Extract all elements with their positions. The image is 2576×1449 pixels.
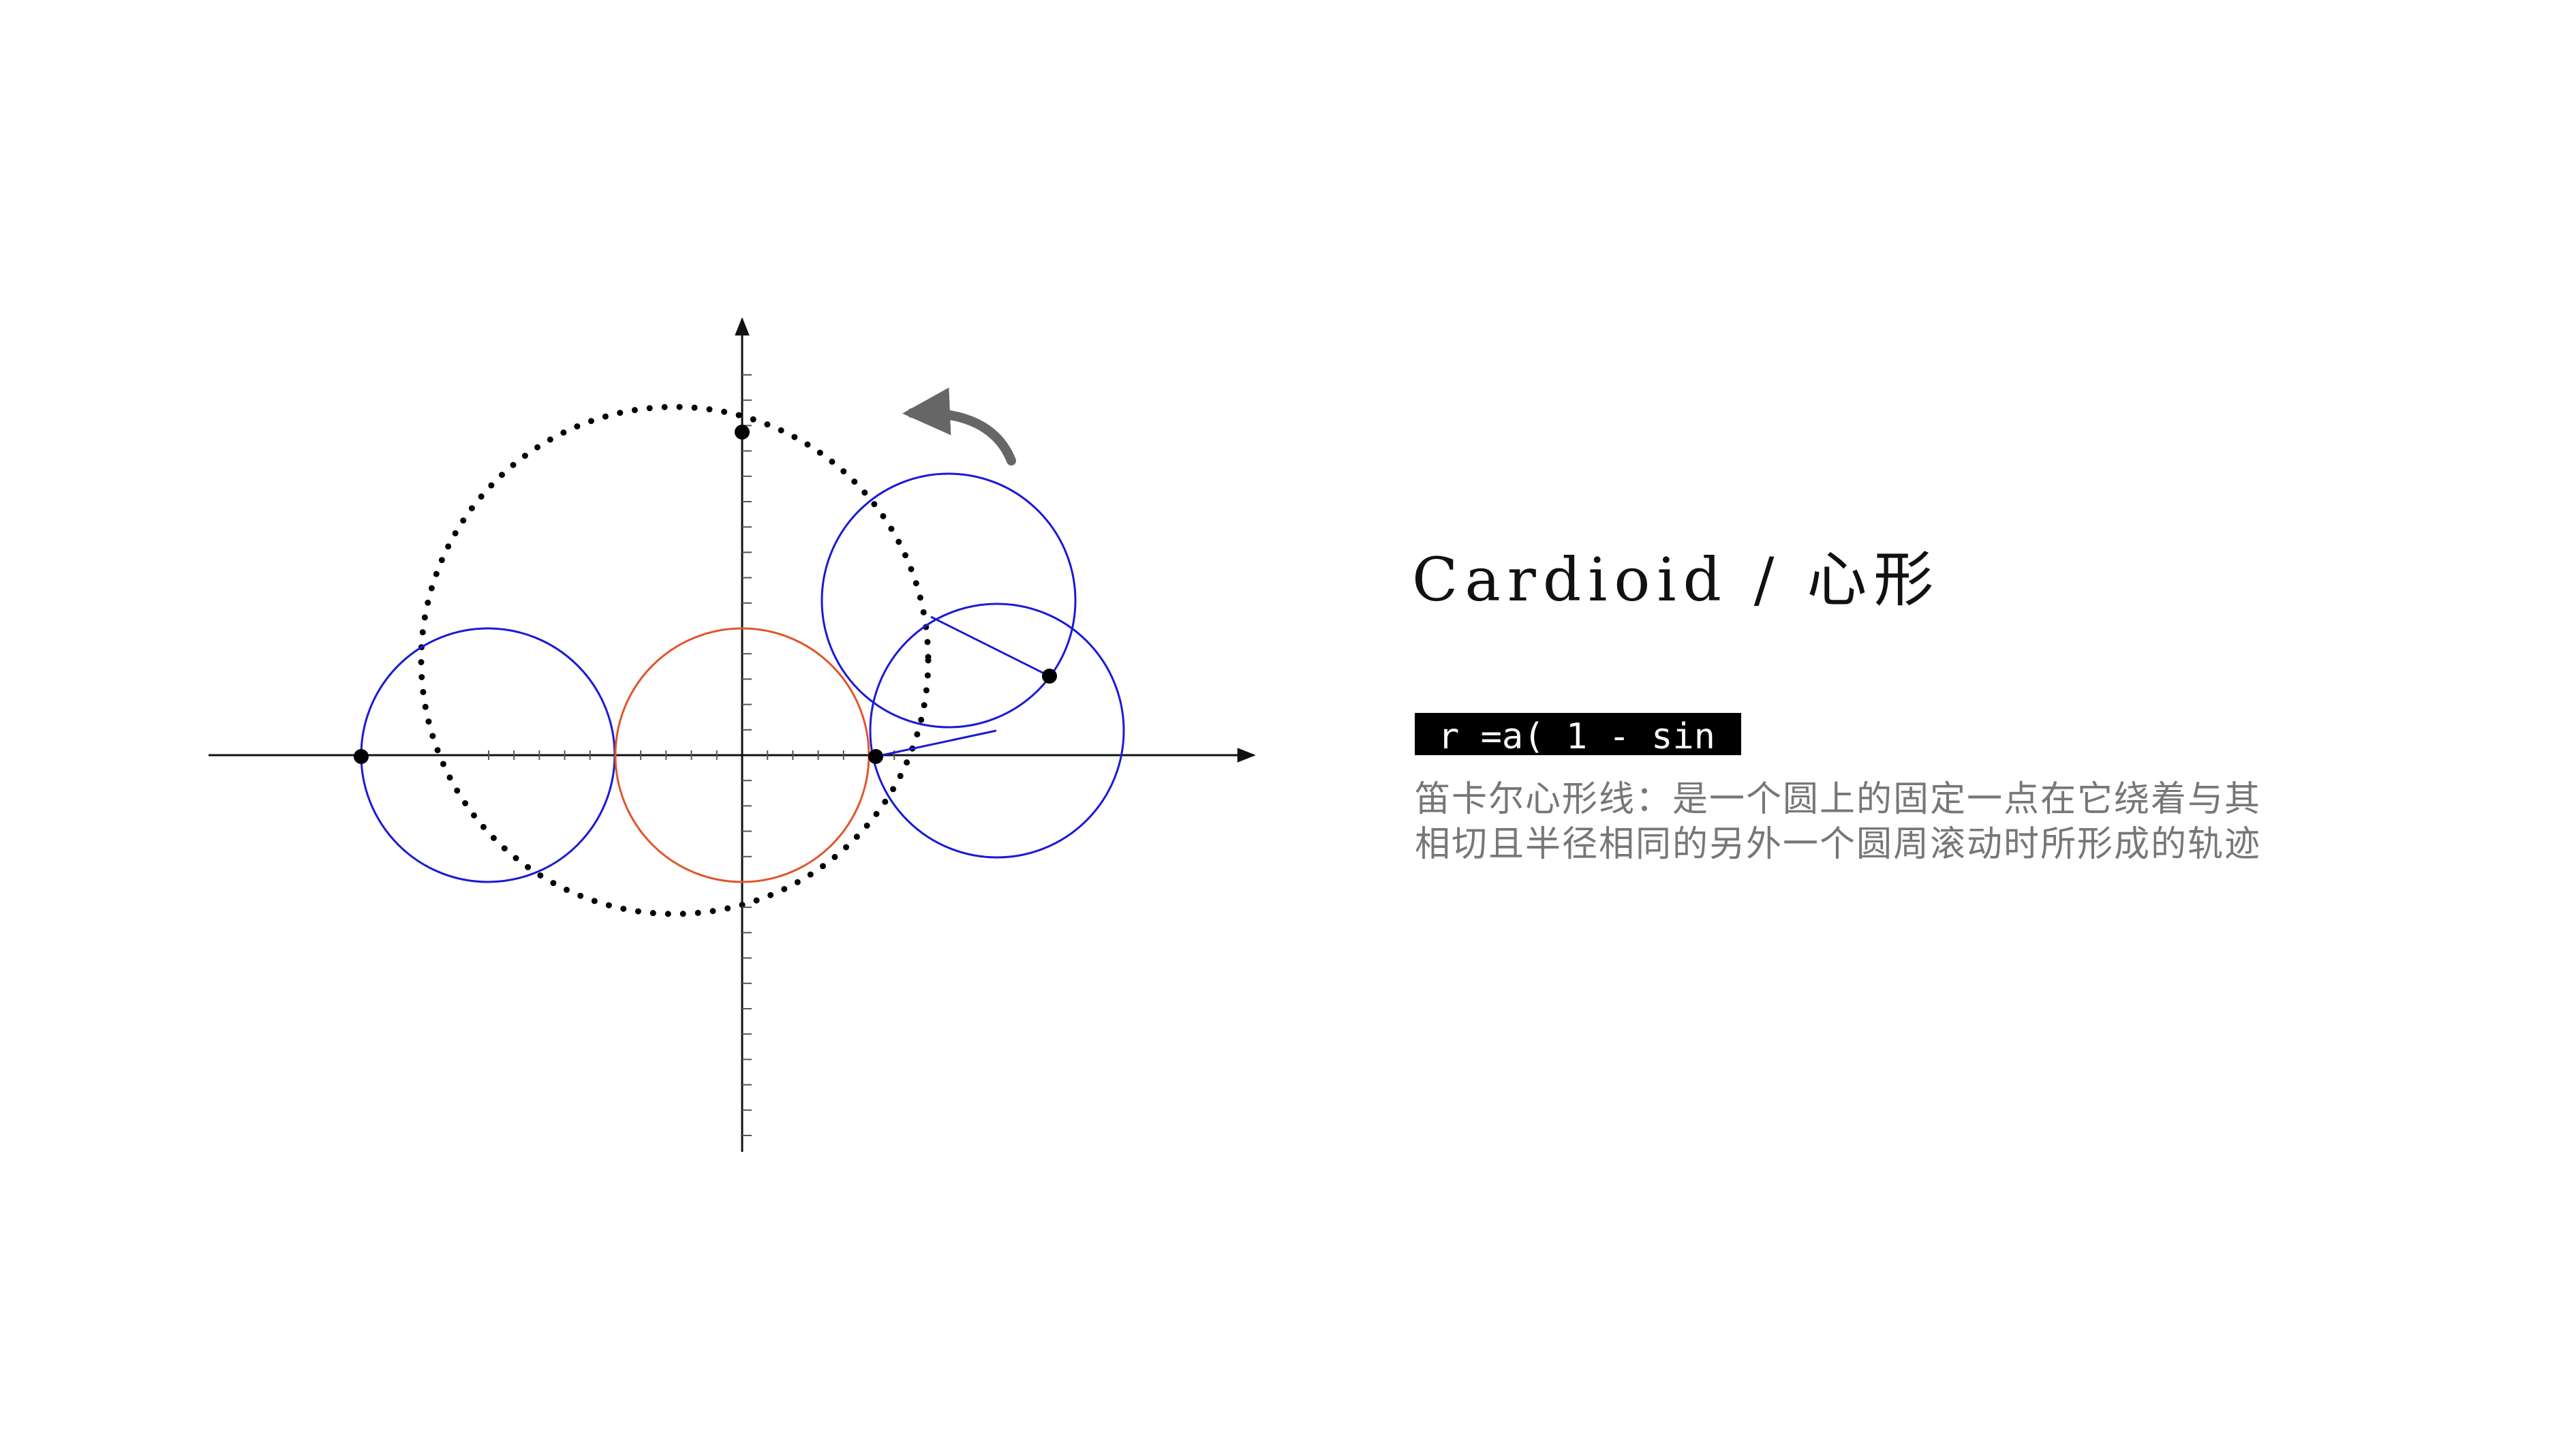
radius-line	[930, 615, 1050, 677]
point-tracing	[1042, 669, 1057, 684]
description-line-1: 笛卡尔心形线：是一个圆上的固定一点在它绕着与其	[1415, 779, 2262, 820]
point-tangent	[868, 749, 883, 764]
dotted-trace-circle	[418, 403, 932, 917]
rotation-arrow-icon	[902, 387, 1016, 466]
point-left	[354, 749, 369, 764]
point-top	[735, 425, 750, 440]
description: 笛卡尔心形线：是一个圆上的固定一点在它绕着与其 相切且半径相同的另外一个圆周滚动…	[1415, 777, 2369, 867]
formula-label: r =a( 1 - sin	[1415, 713, 1741, 757]
upper-rolling-circle	[821, 472, 1077, 729]
page-title: Cardioid / 心形	[1412, 545, 1941, 615]
description-line-2: 相切且半径相同的另外一个圆周滚动时所形成的轨迹	[1415, 824, 2262, 865]
right-rolling-circle	[869, 603, 1125, 859]
tangent-line	[875, 729, 997, 758]
